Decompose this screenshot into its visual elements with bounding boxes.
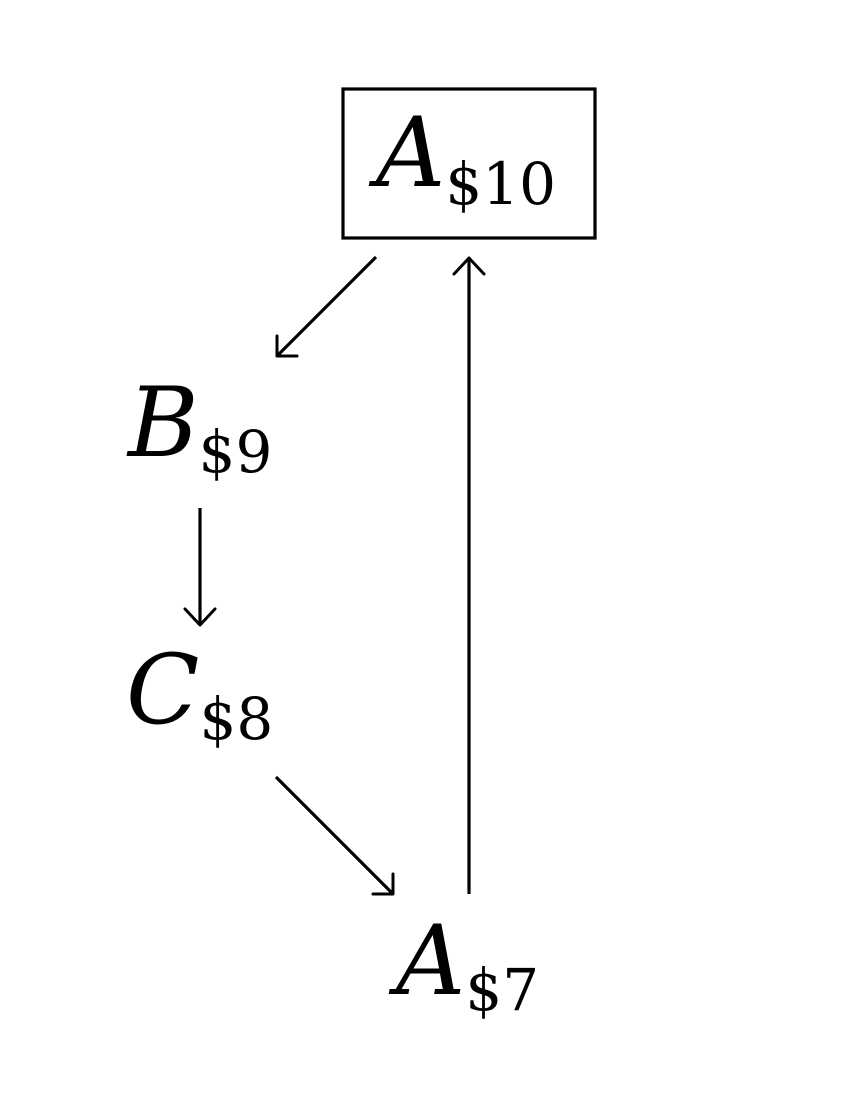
edge-c8-to-a7 — [274, 775, 395, 896]
svg-text:A$10: A$10 — [368, 97, 556, 218]
arrowhead — [452, 256, 486, 276]
edge-b9-to-c8 — [183, 508, 217, 627]
node-b-9-subscript: $9 — [199, 418, 273, 486]
node-c-8: C$8 — [126, 634, 273, 753]
svg-text:C$8: C$8 — [126, 634, 273, 753]
node-b-9-letter: B — [126, 367, 199, 479]
node-a-10-subscript: $10 — [445, 150, 556, 218]
svg-text:A$7: A$7 — [388, 905, 539, 1024]
node-a-10: A$10 — [341, 87, 597, 240]
node-c-8-letter: C — [126, 634, 199, 746]
node-c-8-subscript: $8 — [199, 685, 273, 753]
node-a-7: A$7 — [388, 905, 539, 1024]
edge-a10-to-b9 — [275, 255, 378, 358]
node-a-10-box — [341, 87, 597, 240]
edge-a7-to-a10 — [452, 256, 486, 894]
arrowhead — [371, 872, 395, 896]
arrowhead — [183, 607, 217, 627]
svg-text:B$9: B$9 — [126, 367, 272, 486]
arrowhead — [275, 334, 299, 358]
node-a-7-subscript: $7 — [465, 956, 539, 1024]
node-b-9: B$9 — [126, 367, 272, 486]
node-a-10-letter: A — [368, 97, 445, 209]
node-a-7-letter: A — [388, 905, 465, 1017]
